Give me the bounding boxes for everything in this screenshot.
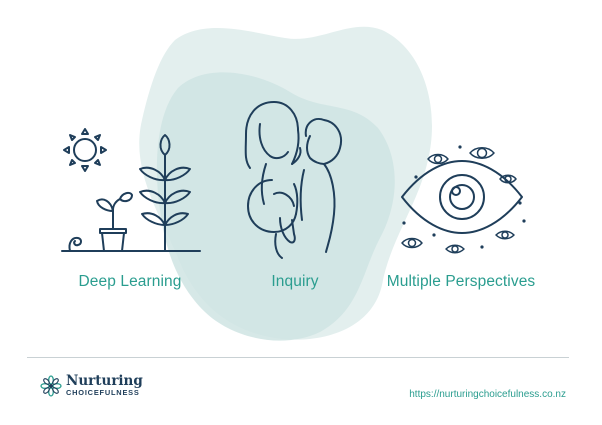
flower-logo-icon (40, 375, 62, 397)
brand-tagline: CHOICEFULNESS (66, 388, 140, 397)
brand-name: Nurturing (66, 373, 143, 389)
plant-growth-icon (61, 128, 201, 252)
brand-logo: Nurturing CHOICEFULNESS (40, 374, 143, 398)
parent-children-icon (244, 101, 342, 259)
footer-divider (27, 357, 569, 358)
eyes-icon (401, 145, 526, 254)
pillar-label-deep-learning: Deep Learning (78, 273, 182, 290)
pillar-label-inquiry: Inquiry (271, 273, 319, 290)
website-link[interactable]: https://nurturingchoicefulness.co.nz (409, 389, 566, 400)
sun-icon (63, 128, 107, 172)
pillar-label-multiple-perspectives: Multiple Perspectives (386, 273, 536, 290)
